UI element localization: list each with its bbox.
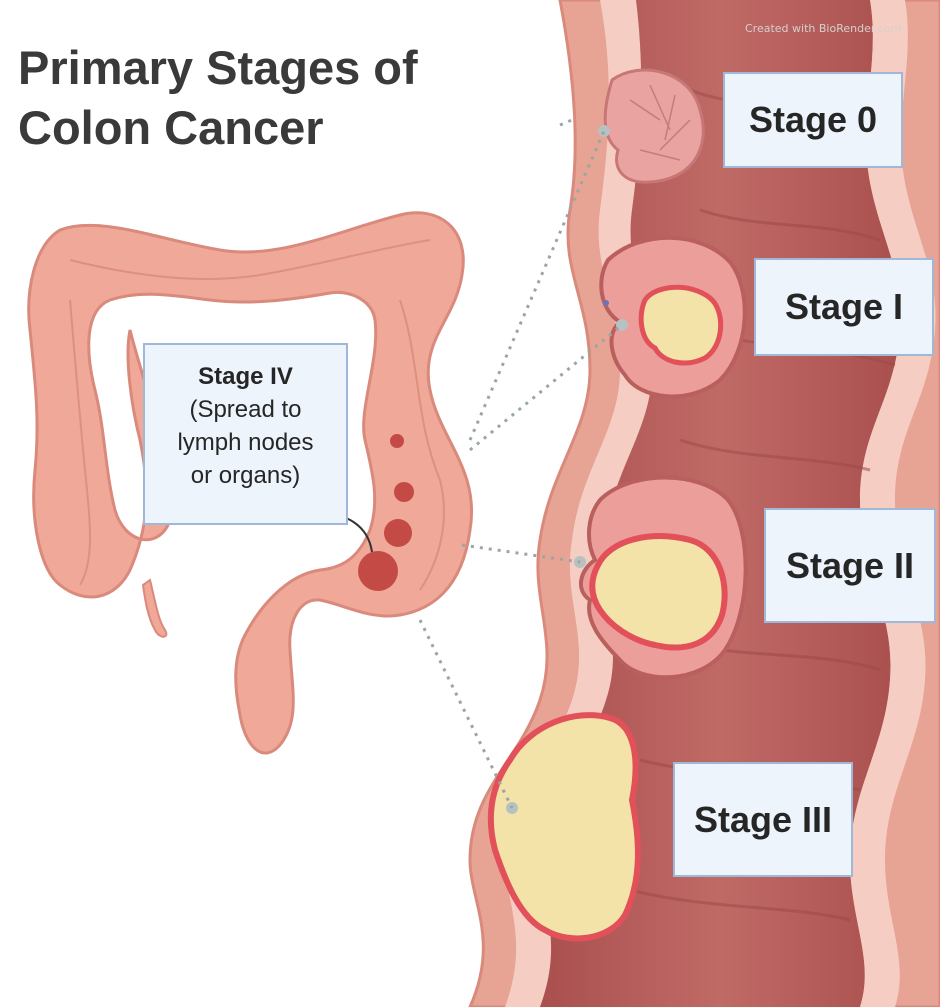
metastasis-node-2 — [394, 482, 414, 502]
stage3-label: Stage III — [673, 762, 853, 877]
diagram-title: Primary Stages of Colon Cancer — [18, 38, 418, 158]
stage1-polyp — [601, 238, 745, 397]
stage0-label: Stage 0 — [723, 72, 903, 168]
metastasis-node-4 — [358, 551, 398, 591]
title-line-1: Primary Stages of — [18, 41, 418, 94]
stage4-label: Stage IV (Spread to lymph nodes or organ… — [143, 343, 348, 525]
title-line-2: Colon Cancer — [18, 101, 324, 154]
appendix — [143, 580, 166, 637]
metastasis-node-1 — [390, 434, 404, 448]
metastasis-node-3 — [384, 519, 412, 547]
stage4-line-3: or organs) — [145, 459, 346, 492]
stage4-line-1: (Spread to — [145, 393, 346, 426]
stage2-label: Stage II — [764, 508, 936, 623]
stage1-label: Stage I — [754, 258, 934, 356]
stage4-title: Stage IV — [145, 361, 346, 393]
stage4-line-2: lymph nodes — [145, 426, 346, 459]
watermark: Created with BioRender.com — [745, 22, 901, 35]
